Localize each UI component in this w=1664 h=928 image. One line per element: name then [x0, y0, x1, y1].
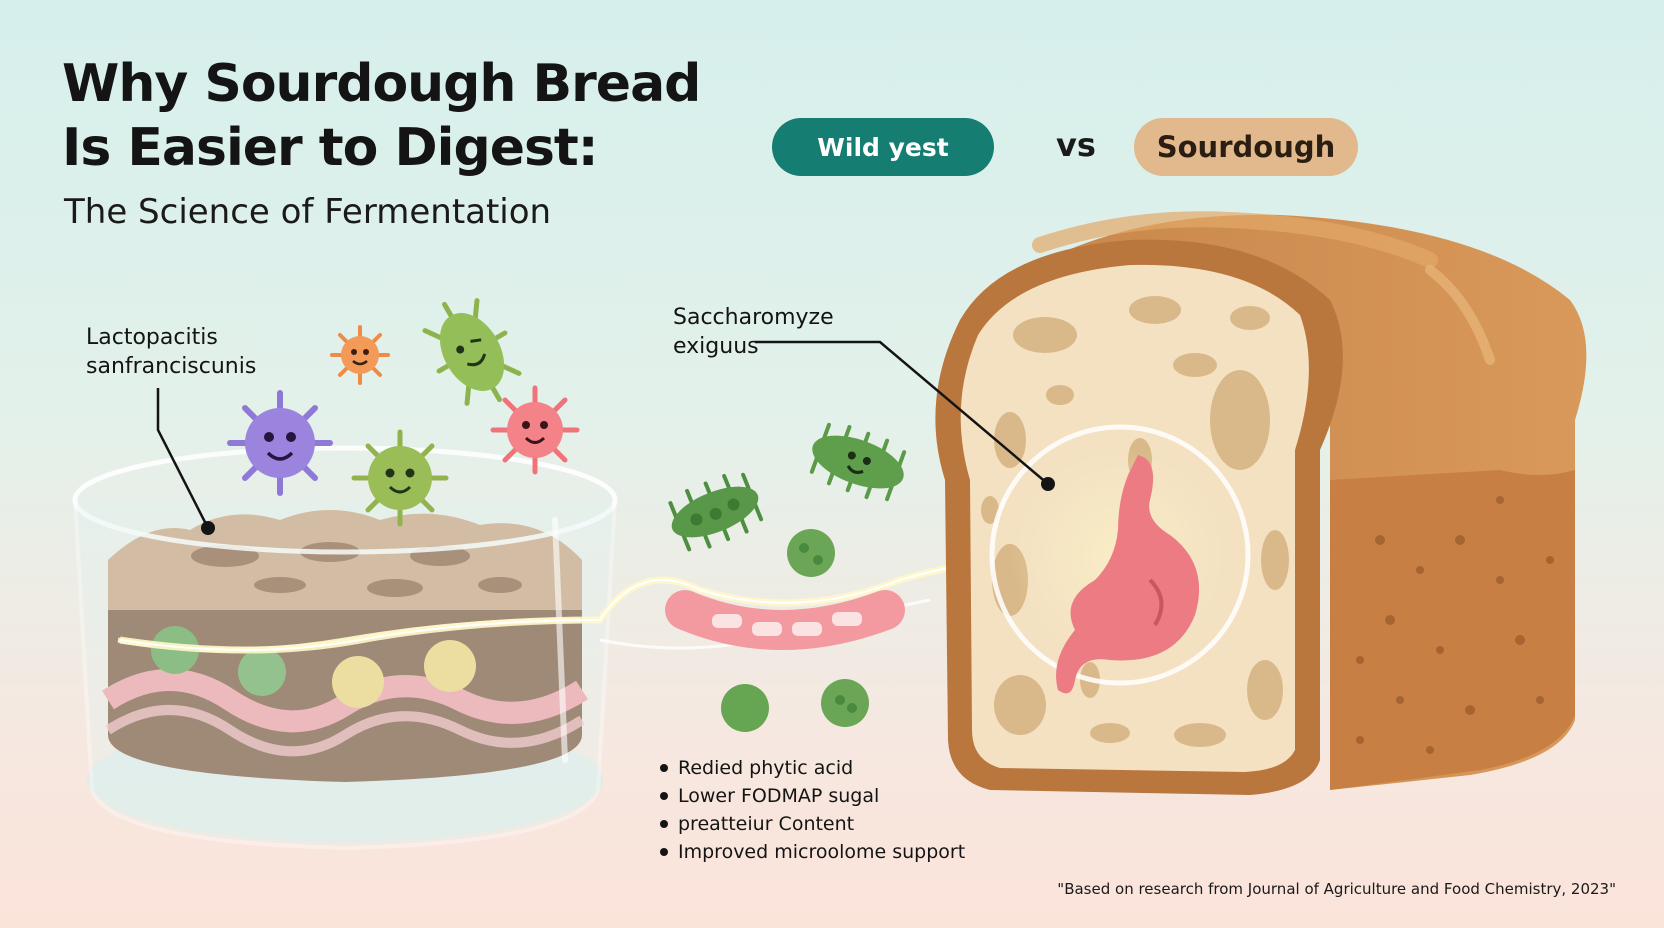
- saccharomyces-label: Saccharomyze exiguus: [673, 303, 834, 361]
- benefits-list: Redied phytic acid Lower FODMAP sugal pr…: [660, 754, 965, 866]
- bread-loaf-icon: [935, 211, 1587, 796]
- title-line-1: Why Sourdough Bread: [62, 54, 701, 114]
- sourdough-pill: Sourdough: [1134, 118, 1358, 176]
- lactobacillus-label-line-1: Lactopacitis: [86, 325, 218, 350]
- vs-label: vs: [1056, 126, 1096, 164]
- stomach-icon: [1056, 455, 1200, 694]
- citation: "Based on research from Journal of Agric…: [1057, 880, 1616, 898]
- list-item: Lower FODMAP sugal: [660, 782, 965, 810]
- page-title: Why Sourdough Bread Is Easier to Digest:: [62, 52, 701, 180]
- lactobacillus-label-line-2: sanfranciscunis: [86, 354, 257, 379]
- list-item: preatteiur Content: [660, 810, 965, 838]
- title-line-2: Is Easier to Digest:: [62, 118, 599, 178]
- saccharomyces-label-line-1: Saccharomyze: [673, 305, 834, 330]
- list-item: Improved microolome support: [660, 838, 965, 866]
- microbe-icon: [227, 298, 907, 732]
- wild-yeast-pill: Wild yest: [772, 118, 994, 176]
- page-subtitle: The Science of Fermentation: [64, 192, 552, 232]
- lactobacillus-label: Lactopacitis sanfranciscunis: [86, 323, 256, 381]
- leader-lines: [156, 340, 1055, 535]
- intestine-icon: [665, 590, 905, 650]
- saccharomyces-label-line-2: exiguus: [673, 334, 759, 359]
- list-item: Redied phytic acid: [660, 754, 965, 782]
